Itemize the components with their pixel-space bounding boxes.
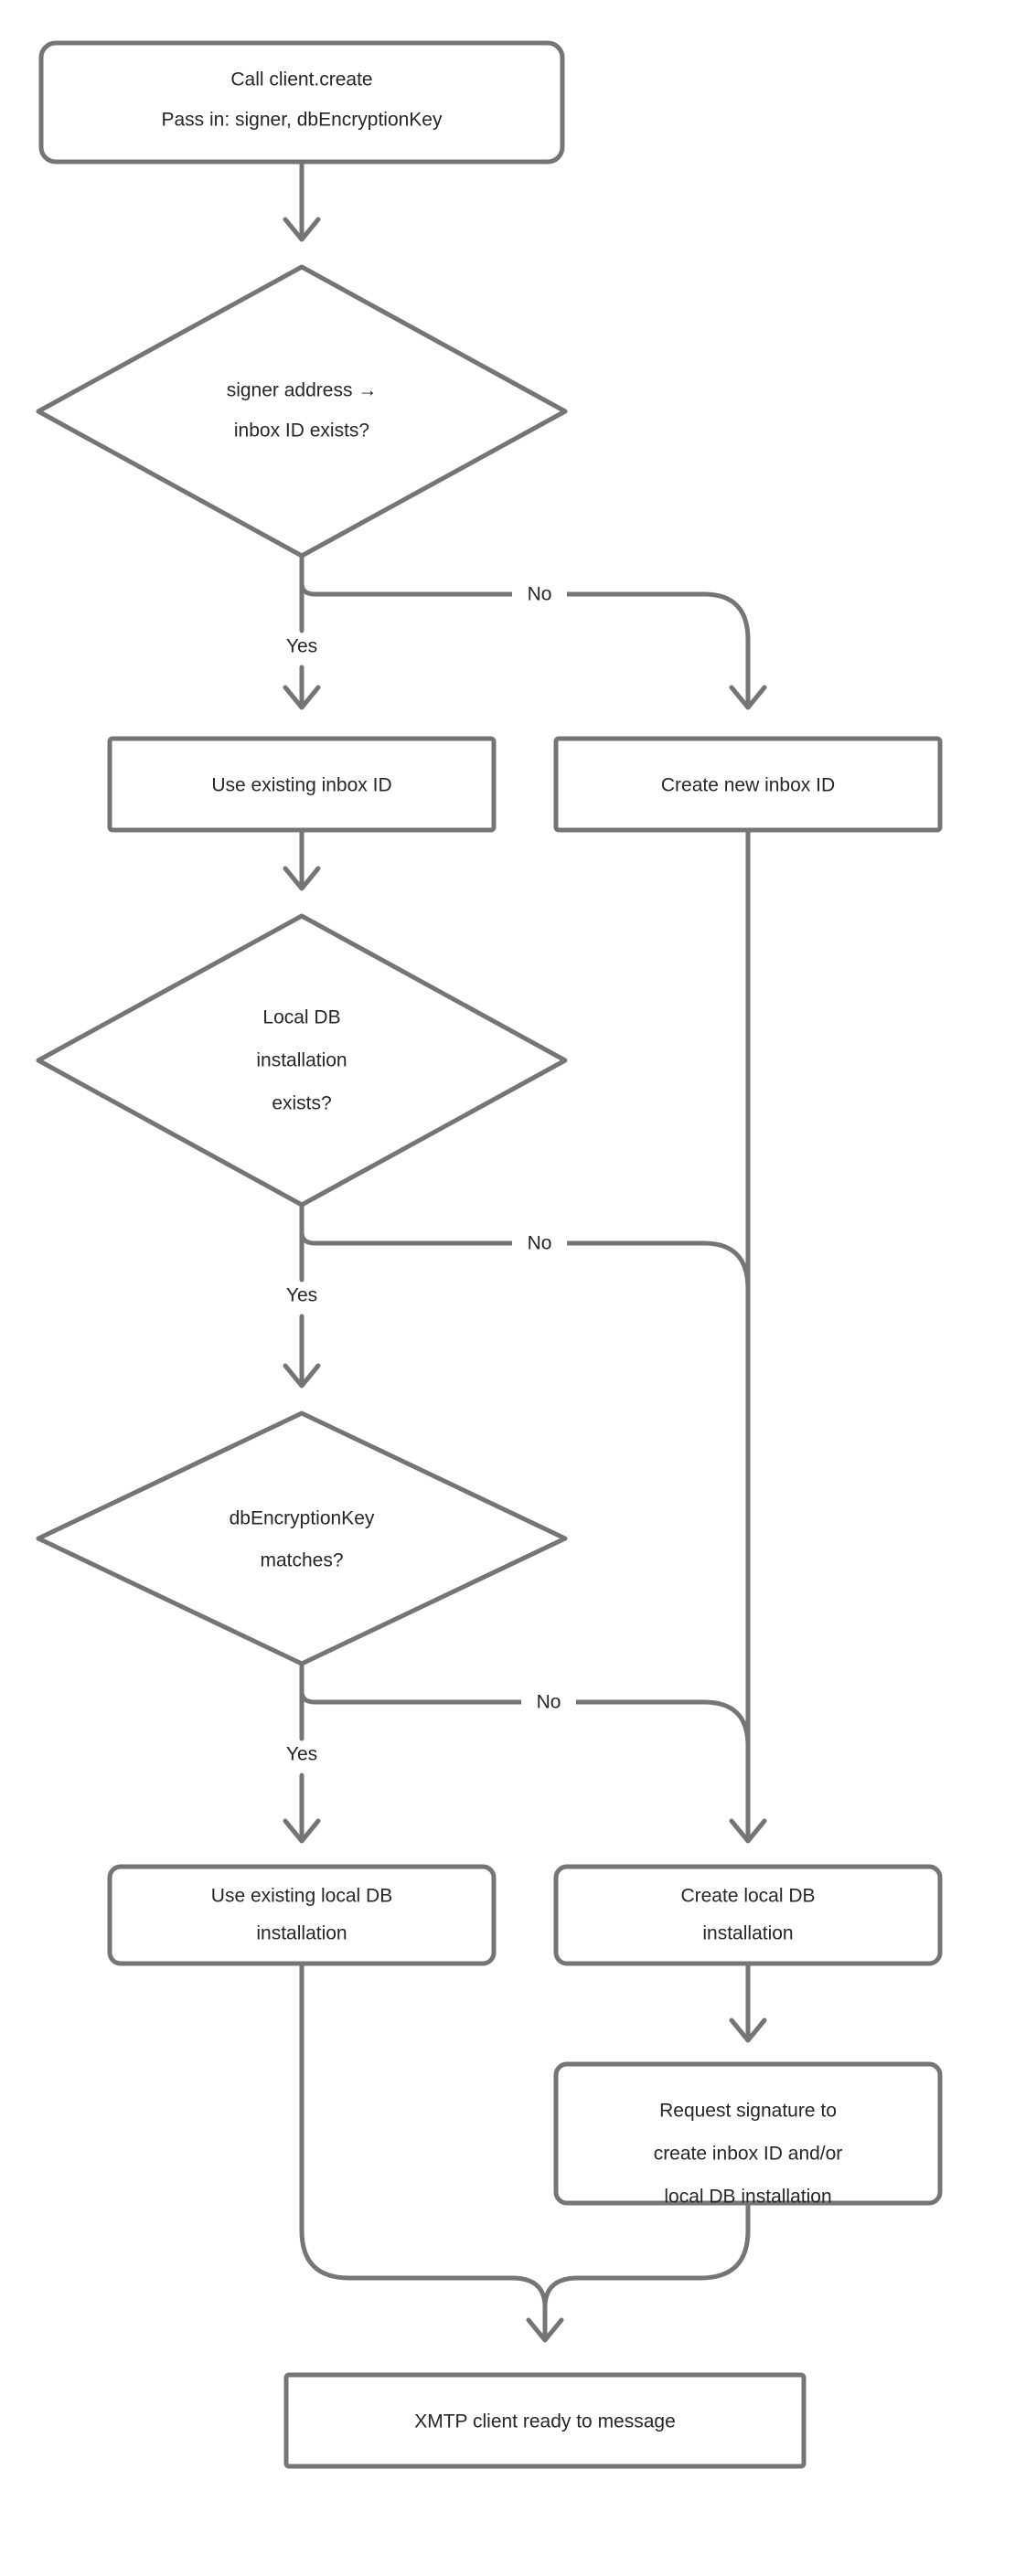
edge-uselocaldb-to-end bbox=[299, 1961, 564, 2343]
edge-dbkey-yes bbox=[283, 1772, 321, 1844]
node-start-line-1: Call client.create bbox=[230, 69, 372, 90]
node-create-new-inbox-id-shape bbox=[553, 736, 943, 833]
node-request-signature-shape bbox=[553, 2061, 943, 2206]
node-xmtp-client-ready-shape bbox=[283, 2372, 807, 2469]
edge-label-inbox-no-text: No bbox=[528, 584, 552, 605]
edge-inbox-decision-split bbox=[299, 553, 767, 710]
node-create-local-db-line-2: installation bbox=[702, 1923, 793, 1944]
node-create-local-db-line-1: Create local DB bbox=[680, 1886, 815, 1907]
edge-label-localdb-yes: Yes bbox=[286, 1285, 317, 1306]
edge-label-localdb-yes-text: Yes bbox=[286, 1285, 317, 1306]
node-create-new-inbox-id-label: Create new inbox ID bbox=[661, 775, 835, 796]
node-use-existing-local-db-line-1: Use existing local DB bbox=[211, 1886, 392, 1907]
edge-label-inbox-yes-text: Yes bbox=[286, 636, 317, 657]
node-create-local-db[interactable]: Create local DB installation bbox=[553, 1864, 943, 1966]
edge-request-signature-to-end bbox=[542, 2160, 751, 2310]
node-create-new-inbox-id[interactable]: Create new inbox ID bbox=[553, 736, 943, 833]
node-request-signature[interactable]: Request signature to create inbox ID and… bbox=[553, 2061, 943, 2208]
node-decision-localdb-exists[interactable]: Local DB installation exists? bbox=[36, 913, 568, 1208]
node-decision-dbkey-matches-line-1: dbEncryptionKey bbox=[230, 1508, 375, 1529]
node-request-signature-line-2: create inbox ID and/or bbox=[654, 2144, 843, 2165]
edge-label-inbox-yes: Yes bbox=[286, 636, 317, 657]
edge-label-dbkey-no-text: No bbox=[537, 1692, 561, 1713]
node-decision-dbkey-matches[interactable]: dbEncryptionKey matches? bbox=[36, 1410, 568, 1666]
node-decision-inbox-exists-line-1: signer address → bbox=[227, 380, 378, 401]
node-use-existing-local-db-shape bbox=[107, 1864, 497, 1966]
edge-inbox-to-localdb bbox=[283, 827, 321, 891]
node-use-existing-local-db[interactable]: Use existing local DB installation bbox=[107, 1864, 497, 1966]
node-xmtp-client-ready[interactable]: XMTP client ready to message bbox=[283, 2372, 807, 2469]
node-decision-localdb-exists-shape bbox=[36, 913, 568, 1208]
edge-localdb-yes bbox=[283, 1314, 321, 1389]
edge-label-localdb-no-bg bbox=[512, 1227, 567, 1260]
node-decision-localdb-exists-line-3: exists? bbox=[272, 1093, 331, 1114]
node-create-local-db-shape bbox=[553, 1864, 943, 1966]
node-request-signature-line-3: local DB installation bbox=[664, 2187, 831, 2208]
edge-label-localdb-no-text: No bbox=[528, 1233, 552, 1254]
node-decision-localdb-exists-line-2: installation bbox=[256, 1050, 347, 1071]
node-use-existing-inbox-id-shape bbox=[107, 736, 497, 833]
edge-label-inbox-no-bg bbox=[512, 578, 567, 611]
node-decision-inbox-exists[interactable]: signer address → inbox ID exists? bbox=[36, 264, 568, 559]
edge-dbkey-decision-split bbox=[299, 1661, 751, 1749]
node-use-existing-local-db-line-2: installation bbox=[256, 1923, 347, 1944]
node-start-shape bbox=[38, 40, 565, 165]
node-decision-inbox-exists-shape bbox=[36, 264, 568, 559]
node-start[interactable]: Call client.create Pass in: signer, dbEn… bbox=[38, 40, 565, 165]
edge-localdb-decision-split bbox=[299, 1202, 751, 1292]
edge-create-inbox-to-create-localdb bbox=[729, 827, 767, 1844]
edge-label-inbox-no: No bbox=[512, 578, 567, 611]
node-decision-dbkey-matches-shape bbox=[36, 1410, 568, 1666]
node-xmtp-client-ready-label: XMTP client ready to message bbox=[414, 2411, 676, 2432]
edge-label-dbkey-yes: Yes bbox=[286, 1744, 317, 1765]
node-decision-inbox-exists-line-2: inbox ID exists? bbox=[234, 420, 369, 442]
node-use-existing-inbox-id[interactable]: Use existing inbox ID bbox=[107, 736, 497, 833]
node-start-line-2: Pass in: signer, dbEncryptionKey bbox=[161, 110, 443, 131]
node-use-existing-inbox-id-label: Use existing inbox ID bbox=[211, 775, 391, 796]
node-request-signature-line-1: Request signature to bbox=[659, 2101, 837, 2122]
edge-label-localdb-no: No bbox=[512, 1227, 567, 1260]
edge-start-to-inbox-decision bbox=[283, 160, 321, 242]
edge-label-dbkey-yes-text: Yes bbox=[286, 1744, 317, 1765]
node-decision-dbkey-matches-line-2: matches? bbox=[260, 1550, 343, 1571]
edge-label-dbkey-no: No bbox=[521, 1686, 576, 1719]
node-decision-localdb-exists-line-1: Local DB bbox=[262, 1007, 340, 1028]
edge-inbox-yes bbox=[283, 665, 321, 710]
edge-label-dbkey-no-bg bbox=[521, 1686, 576, 1719]
edge-createlocaldb-to-request-signature bbox=[729, 1961, 767, 2043]
